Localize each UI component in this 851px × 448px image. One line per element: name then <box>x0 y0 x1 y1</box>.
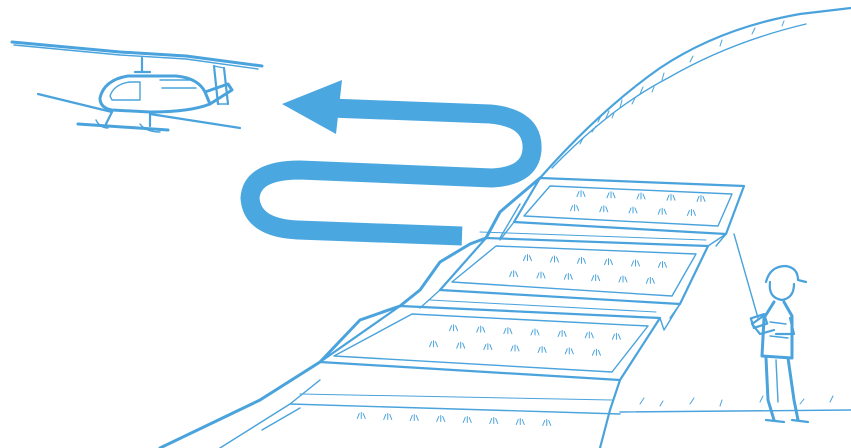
crop-tuft <box>357 413 365 419</box>
crop-tuft <box>558 330 566 336</box>
crop-tuft <box>510 271 518 277</box>
crop-tuft <box>629 207 637 213</box>
crop-tuft <box>450 325 458 331</box>
remote-control-icon <box>734 234 767 328</box>
crop-tuft <box>697 195 705 201</box>
crop-tuft <box>646 277 654 283</box>
helicopter-icon <box>12 42 262 132</box>
crop-tuft <box>592 349 600 355</box>
crop-tuft <box>490 418 498 424</box>
crop-tuft <box>605 259 613 265</box>
crop-tuft <box>537 272 545 278</box>
crop-tuft <box>612 333 620 339</box>
crop-tuft <box>524 255 532 261</box>
crop-tuft <box>430 341 438 347</box>
crop-tuft <box>410 415 418 421</box>
crop-tuft <box>531 329 539 335</box>
crop-tuft <box>585 332 593 338</box>
crop-tuft <box>538 346 546 352</box>
crop-tuft <box>659 261 667 267</box>
crop-tuft <box>637 193 645 199</box>
crop-tuft <box>457 342 465 348</box>
crop-tuft <box>516 419 524 425</box>
crop-tuft <box>511 345 519 351</box>
crop-tuft <box>619 276 627 282</box>
crop-tuft <box>463 417 471 423</box>
crop-tuft <box>437 416 445 422</box>
crop-tuft <box>477 326 485 332</box>
crop-tuft <box>565 348 573 354</box>
crop-tuft <box>564 273 572 279</box>
crop-tuft <box>571 205 579 211</box>
crop-tuft <box>577 191 585 197</box>
crop-tuft <box>543 420 551 426</box>
crop-tuft <box>632 260 640 266</box>
crop-tuft <box>592 275 600 281</box>
crop-tuft <box>667 194 675 200</box>
crop-tuft <box>687 209 695 215</box>
crop-tuft <box>484 344 492 350</box>
ground-operator-icon <box>752 266 808 422</box>
crop-tuft <box>600 206 608 212</box>
crop-tuft <box>384 414 392 420</box>
flight-path-arrow <box>250 80 532 236</box>
crop-tuft <box>658 208 666 214</box>
crop-tuft <box>504 328 512 334</box>
crop-tuft <box>578 257 586 263</box>
crop-tuft <box>551 256 559 262</box>
crop-tuft <box>607 192 615 198</box>
